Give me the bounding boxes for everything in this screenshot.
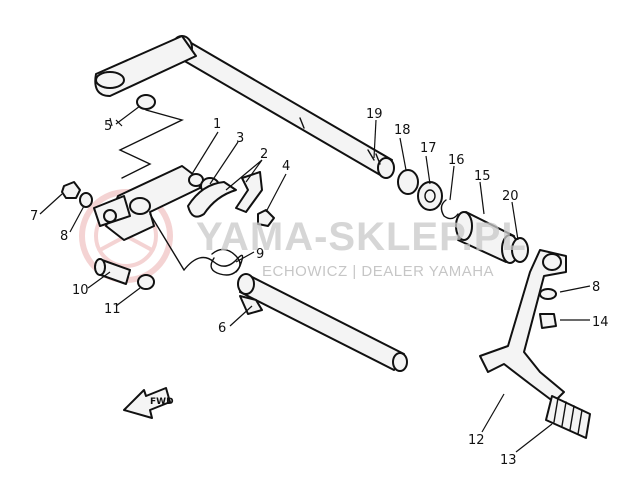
callout-numbers: 1 2 3 4 5 6 7 8 8 9 10 11 12 13 14 15 16… bbox=[30, 107, 609, 468]
nut-7 bbox=[61, 181, 81, 199]
clip-16 bbox=[440, 199, 459, 220]
shaft-end-plate bbox=[94, 35, 197, 97]
cam-follower bbox=[187, 171, 275, 227]
callout-18: 18 bbox=[394, 123, 411, 138]
forward-label: FWD bbox=[150, 397, 174, 407]
callout-14: 14 bbox=[592, 315, 609, 330]
callout-8-left: 8 bbox=[60, 229, 68, 244]
callout-12: 12 bbox=[468, 433, 485, 448]
callout-3: 3 bbox=[236, 131, 244, 146]
callout-11: 11 bbox=[104, 302, 121, 317]
washer-17 bbox=[417, 181, 443, 211]
callout-16: 16 bbox=[448, 153, 465, 168]
bolt-6 bbox=[239, 295, 263, 315]
callout-19: 19 bbox=[366, 107, 383, 122]
washer-8-right bbox=[539, 288, 557, 300]
washer-8-left bbox=[79, 192, 93, 208]
pedal-rubber bbox=[545, 395, 591, 439]
callout-5: 5 bbox=[104, 119, 112, 134]
callout-1: 1 bbox=[213, 117, 221, 132]
watermark-subtitle: ECHOWICZ | DEALER YAMAHA bbox=[262, 263, 494, 280]
leader-lines bbox=[39, 105, 591, 453]
callout-6: 6 bbox=[218, 321, 226, 336]
assembly-guides bbox=[118, 109, 185, 271]
callout-10: 10 bbox=[72, 283, 89, 298]
washer-20 bbox=[511, 237, 529, 263]
callout-2: 2 bbox=[260, 147, 268, 162]
callout-20: 20 bbox=[502, 189, 519, 204]
washer-5 bbox=[136, 94, 156, 110]
callout-13: 13 bbox=[500, 453, 517, 468]
oil-seal-18 bbox=[397, 169, 419, 195]
shift-shaft bbox=[171, 35, 395, 179]
forward-arrow-icon: FWD bbox=[123, 387, 174, 419]
callout-8-right: 8 bbox=[592, 280, 600, 295]
watermark-brand: YAMA-SKLEP.PL bbox=[196, 215, 527, 259]
return-spring bbox=[183, 248, 244, 276]
lower-rod bbox=[237, 273, 408, 372]
pivot-pin bbox=[94, 258, 155, 290]
callout-17: 17 bbox=[420, 141, 437, 156]
bolt-14 bbox=[539, 313, 557, 329]
callout-4: 4 bbox=[282, 159, 290, 174]
callout-9: 9 bbox=[256, 247, 264, 262]
callout-7: 7 bbox=[30, 209, 38, 224]
selector-arm bbox=[93, 165, 201, 241]
callout-15: 15 bbox=[474, 169, 491, 184]
